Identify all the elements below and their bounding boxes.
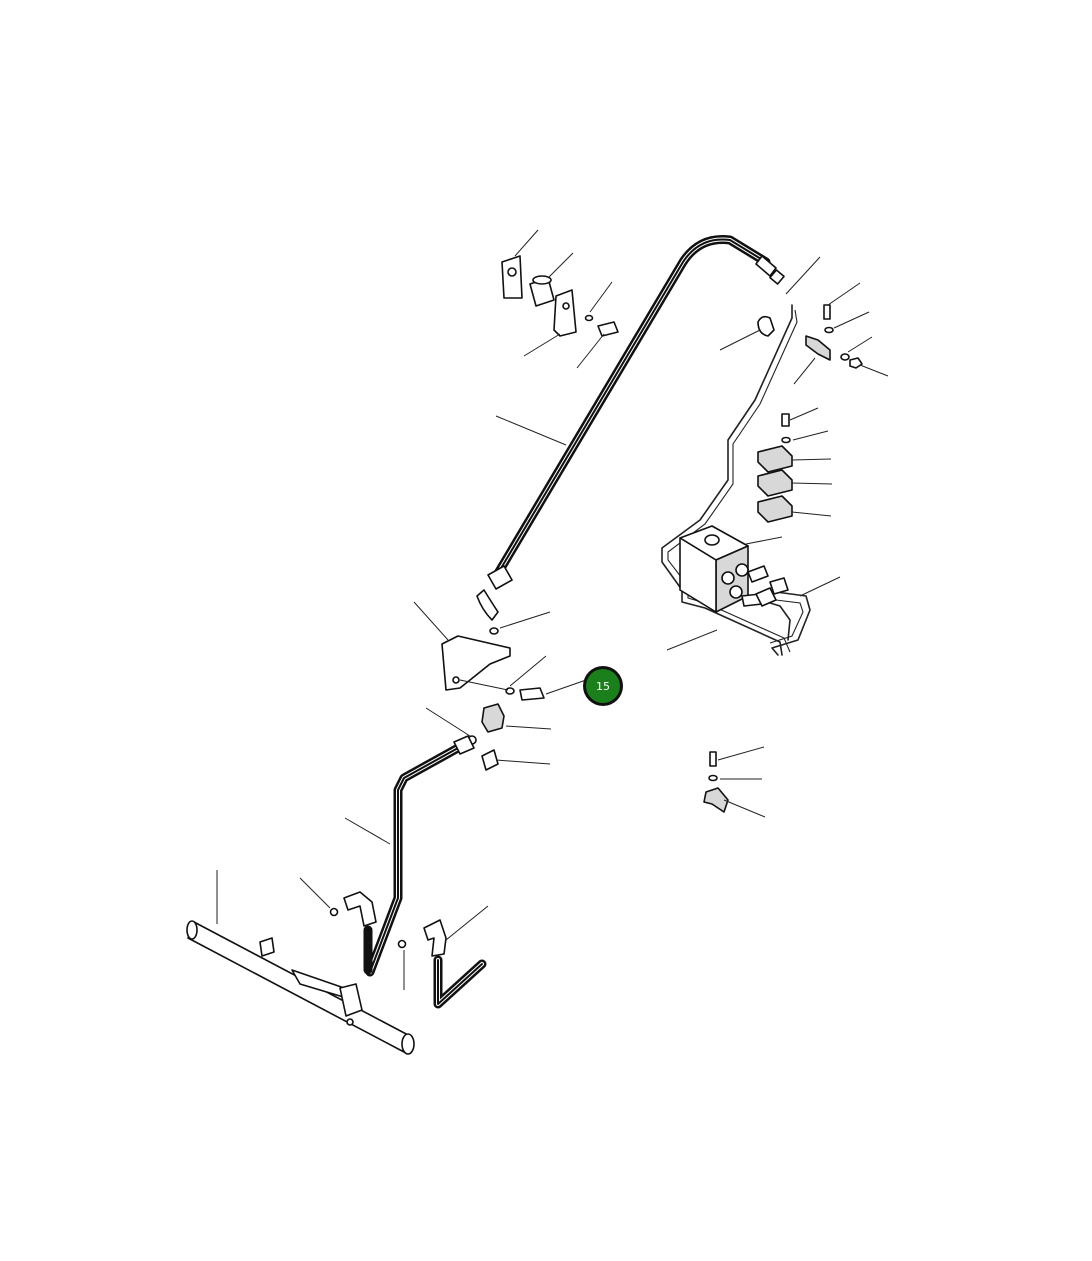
lower-hydraulic-hose[interactable] [365, 735, 475, 977]
callout-badge-15[interactable]: 15 [583, 666, 623, 706]
small-bracket-set[interactable] [703, 751, 729, 813]
bottom-elbow-hoses[interactable] [329, 891, 487, 1009]
top-right-bracket-set[interactable] [757, 304, 863, 369]
tube-clamp-stack[interactable] [757, 413, 793, 523]
hydraulic-cylinder[interactable] [186, 920, 415, 1055]
upper-hydraulic-hose[interactable] [476, 234, 785, 621]
callout-label-15: 15 [596, 680, 610, 693]
control-valve-block[interactable] [679, 525, 789, 613]
leader-lines [216, 229, 889, 990]
top-left-bracket-set[interactable] [501, 255, 619, 337]
